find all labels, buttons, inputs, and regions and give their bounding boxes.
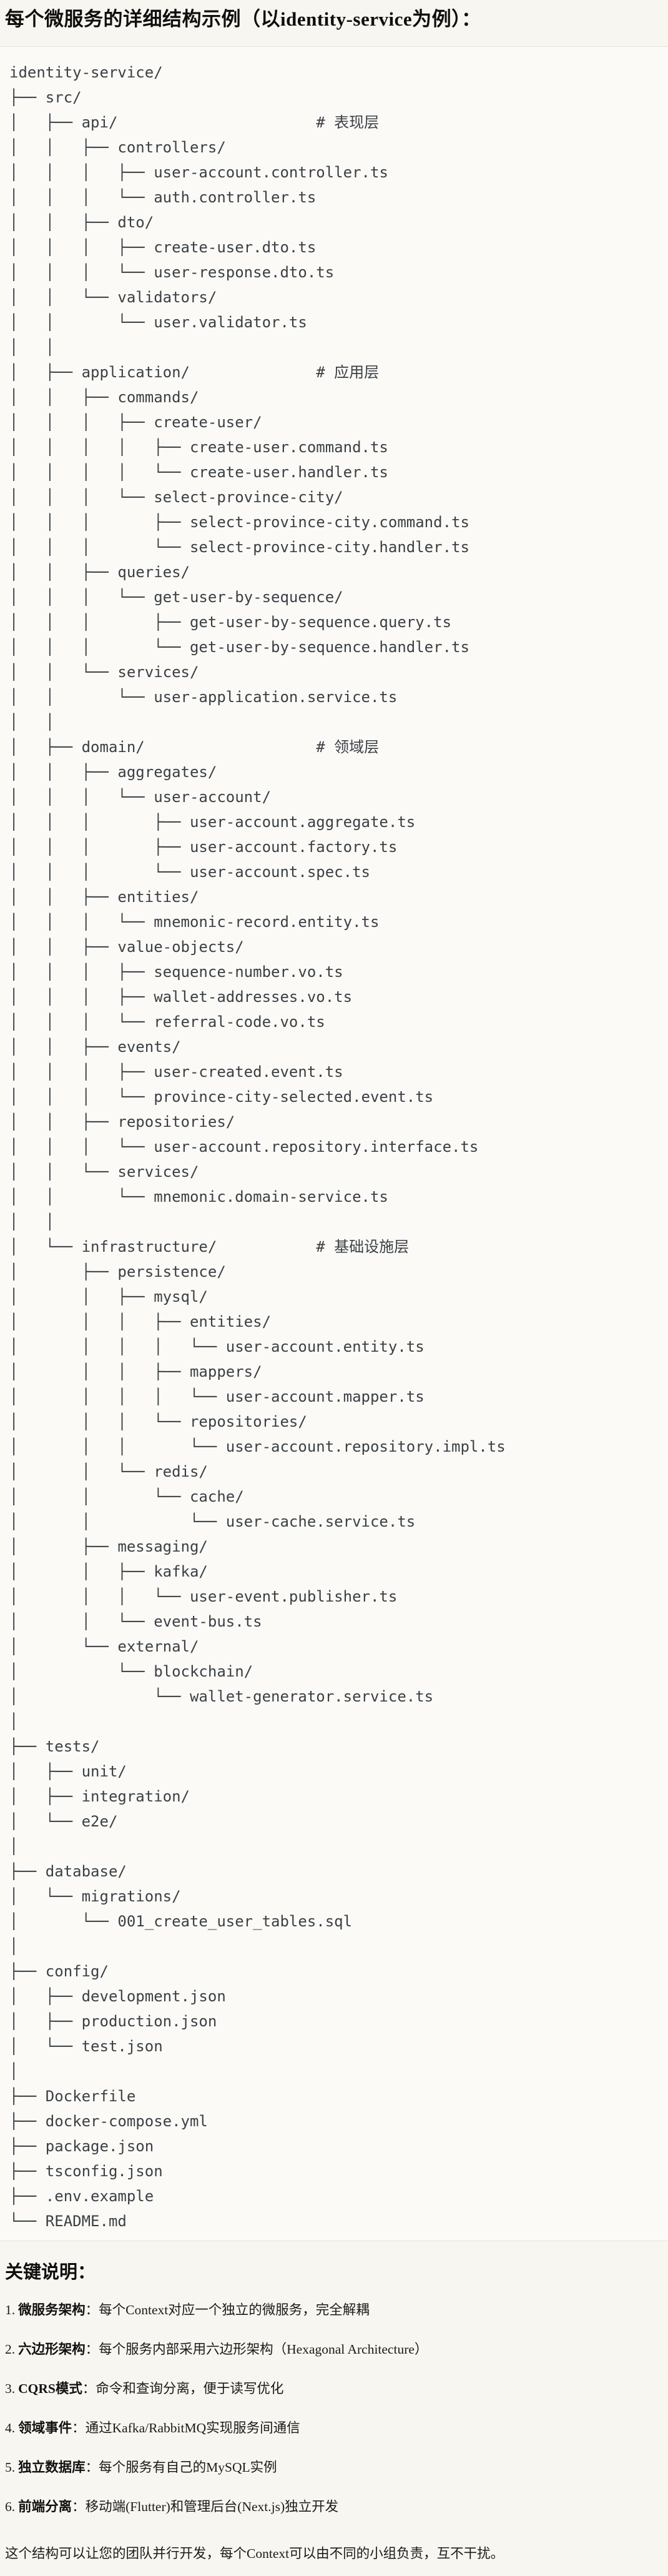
- note-item-frontend-separation: 6.前端分离：移动端(Flutter)和管理后台(Next.js)独立开发: [5, 2497, 661, 2517]
- note-term: 前端分离: [18, 2499, 72, 2514]
- note-number: 2.: [5, 2342, 16, 2357]
- note-number: 5.: [5, 2460, 16, 2475]
- page-title: 每个微服务的详细结构示例（以identity-service为例）：: [5, 8, 481, 30]
- note-description: ：每个Context对应一个独立的微服务，完全解耦: [85, 2302, 370, 2317]
- note-item-hexagonal: 2.六边形架构：每个服务内部采用六边形架构（Hexagonal Architec…: [5, 2340, 661, 2359]
- file-tree-code-block: identity-service/ ├── src/ │ ├── api/ # …: [0, 46, 668, 2241]
- note-item-domain-events: 4.领域事件：通过Kafka/RabbitMQ实现服务间通信: [5, 2419, 661, 2438]
- note-number: 1.: [5, 2302, 16, 2317]
- note-term: 领域事件: [18, 2420, 72, 2435]
- note-item-independent-db: 5.独立数据库：每个服务有自己的MySQL实例: [5, 2458, 661, 2477]
- note-item-cqrs: 3.CQRS模式：命令和查询分离，便于读写优化: [5, 2379, 661, 2399]
- notes-heading: 关键说明：: [5, 2262, 96, 2282]
- note-term: 微服务架构: [18, 2302, 86, 2317]
- note-number: 6.: [5, 2499, 16, 2514]
- note-item-microservice: 1.微服务架构：每个Context对应一个独立的微服务，完全解耦: [5, 2301, 661, 2320]
- note-term: 六边形架构: [18, 2342, 86, 2357]
- note-description: ：每个服务内部采用六边形架构（Hexagonal Architecture）: [85, 2342, 428, 2357]
- note-description: ：通过Kafka/RabbitMQ实现服务间通信: [72, 2420, 300, 2435]
- closing-paragraph: 这个结构可以让您的团队并行开发，每个Context可以由不同的小组负责，互不干扰…: [5, 2546, 504, 2561]
- key-notes-section: 关键说明： 1.微服务架构：每个Context对应一个独立的微服务，完全解耦 2…: [0, 2241, 668, 2576]
- note-number: 4.: [5, 2420, 16, 2435]
- note-description: ：每个服务有自己的MySQL实例: [85, 2460, 277, 2475]
- note-description: ：命令和查询分离，便于读写优化: [82, 2381, 284, 2396]
- note-term: CQRS模式: [18, 2381, 82, 2396]
- note-number: 3.: [5, 2381, 16, 2396]
- note-description: ：移动端(Flutter)和管理后台(Next.js)独立开发: [72, 2499, 339, 2514]
- note-term: 独立数据库: [18, 2460, 86, 2475]
